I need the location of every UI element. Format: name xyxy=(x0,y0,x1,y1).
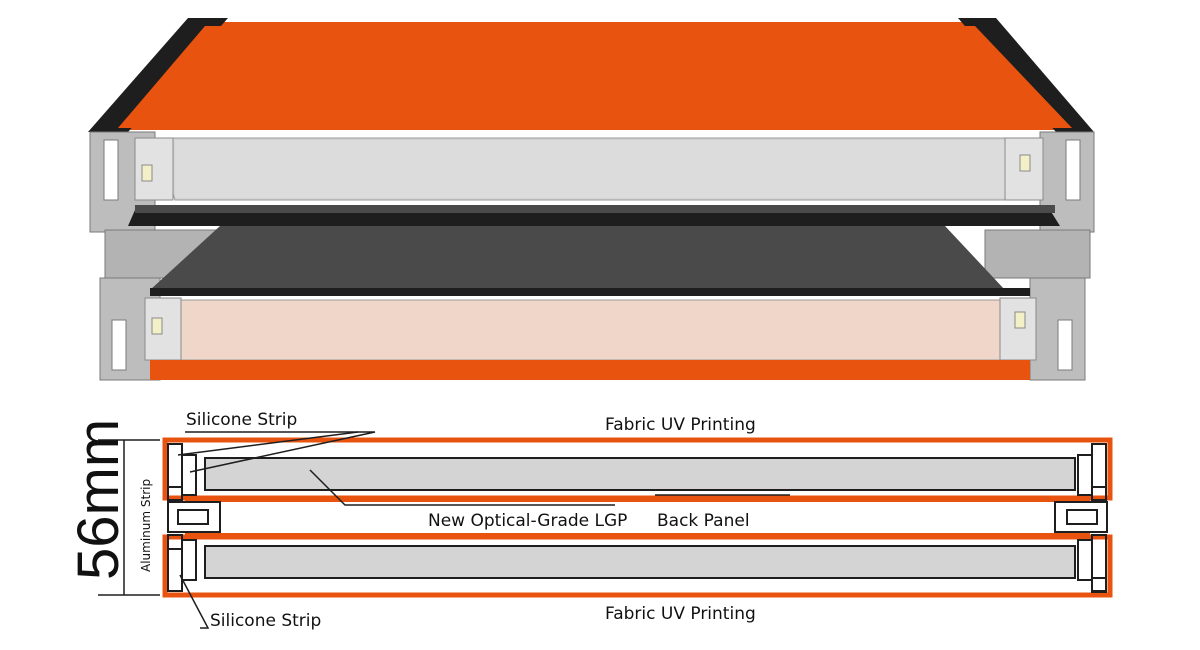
fabric-top-label: Fabric UV Printing xyxy=(605,415,756,435)
left-aluminum-profile xyxy=(167,443,221,592)
led-chip-lower-right xyxy=(1014,311,1026,329)
cross-section-view: Silicone Strip Fabric UV Printing New Op… xyxy=(66,410,1113,631)
callout-silicone-top-b xyxy=(177,431,359,456)
led-strip-upper-left xyxy=(134,137,174,201)
led-strip-lower-right xyxy=(999,297,1037,361)
right-aluminum-profile xyxy=(1054,443,1108,593)
callout-silicone-top xyxy=(185,431,376,473)
led-chip-lower-left xyxy=(151,317,163,335)
aluminum-strip-label: Aluminum Strip xyxy=(139,479,153,572)
left-frame-slot-lower xyxy=(111,319,127,371)
callout-silicone-bottom xyxy=(179,574,210,629)
top-fabric-overlay xyxy=(118,26,1072,128)
bottom-module-back-panel xyxy=(185,533,1090,537)
callout-lines xyxy=(98,431,790,629)
upper-back-panel-face xyxy=(135,205,1055,213)
lower-lgp xyxy=(174,299,1006,361)
upper-back-panel xyxy=(128,210,1060,226)
led-strip-lower-left xyxy=(144,297,182,361)
fabric-bottom-label: Fabric UV Printing xyxy=(605,604,756,624)
right-frame-middle xyxy=(984,229,1091,279)
right-frame-slot-upper xyxy=(1065,139,1081,201)
led-chip-upper-right xyxy=(1019,154,1031,172)
bottom-module-lgp xyxy=(204,545,1076,579)
callout-lgp xyxy=(309,469,615,506)
right-frame-slot-lower xyxy=(1057,319,1073,371)
thickness-label: 56mm xyxy=(66,419,131,580)
top-module-lgp xyxy=(204,457,1076,491)
isometric-view xyxy=(88,18,1095,381)
lower-back-panel xyxy=(150,226,1005,290)
lower-back-panel-edge xyxy=(150,288,1030,296)
back-panel-label: Back Panel xyxy=(657,511,750,531)
upper-lgp-front xyxy=(175,140,1005,198)
top-module-back-panel xyxy=(185,498,1090,502)
lgp-label: New Optical-Grade LGP xyxy=(428,511,627,531)
silicone-strip-top-label: Silicone Strip xyxy=(186,410,297,430)
silicone-strip-bottom-label: Silicone Strip xyxy=(210,611,321,631)
led-chip-upper-left xyxy=(141,164,153,182)
bottom-fabric-surface xyxy=(150,360,1030,380)
left-frame-slot-upper xyxy=(103,139,119,201)
